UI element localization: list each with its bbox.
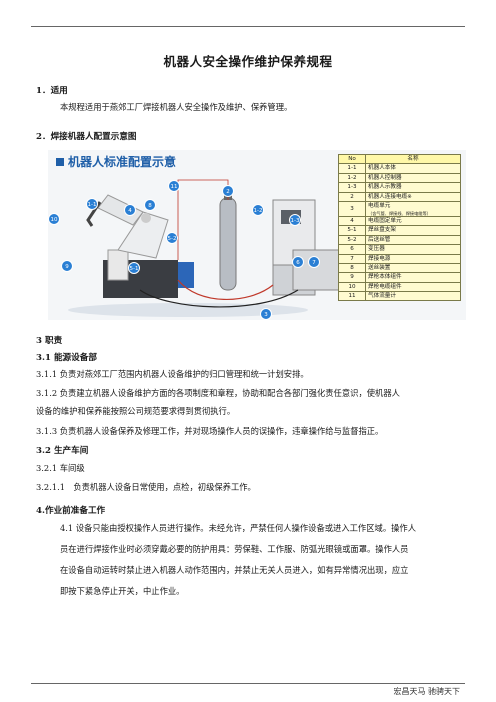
callout-8: 8 <box>144 199 156 211</box>
legend-header-row: No 名称 <box>338 153 461 165</box>
cable-unit <box>177 279 274 301</box>
section-3-heading: 3 职责 <box>36 336 63 346</box>
robot-arm-forearm <box>97 194 144 226</box>
section-4-heading: 4.作业前准备工作 <box>36 506 106 516</box>
section-1-text: 本规程适用于燕郊工厂焊接机器人安全操作及维护、保养管理。 <box>60 102 293 112</box>
gas-cylinder <box>219 197 237 291</box>
floor-shadow <box>68 303 308 317</box>
robot-arm-upper <box>117 211 169 259</box>
callout-5-1: 5-1 <box>128 262 140 274</box>
section-3-1-3-text: 3.1.3 负责机器人设备保养及修理工作，并对现场操作人员的误操作，违章操作给与… <box>36 426 384 436</box>
callout-4: 4 <box>124 204 136 216</box>
section-3-2-1-text: 3.2.1 车间级 <box>36 463 85 473</box>
legend-cell-sub: （含气管、焊接线、焊接电缆等） <box>368 210 431 216</box>
legend-header-name: 名称 <box>365 153 461 165</box>
robot-body <box>107 249 129 281</box>
section-3-1-heading: 3.1 能源设备部 <box>36 353 97 363</box>
robot-cable <box>139 289 299 308</box>
robot-configuration-figure: 机器人标准配置示意 <box>48 150 466 320</box>
callout-2: 2 <box>222 185 234 197</box>
figure-title: 机器人标准配置示意 <box>68 155 177 169</box>
callout-1-2: 1-2 <box>252 204 264 216</box>
section-4-1-text-line2: 员在进行焊接作业时必须穿戴必要的防护用具：劳保鞋、工作服、防弧光眼镜或面罩。操作… <box>60 544 409 554</box>
wire-spool <box>178 262 194 288</box>
section-4-1-text-line1: 4.1 设备只能由授权操作人员进行操作。未经允许，严禁任何人操作设备或进入工作区… <box>60 523 417 533</box>
legend-cell-name: 电缆单元 <box>368 203 391 210</box>
callout-7: 7 <box>308 256 320 268</box>
section-3-1-1-text: 3.1.1 负责对燕郊工厂范围内机器人设备维护的归口管理和统一计划安排。 <box>36 369 309 379</box>
section-4-1-text-line3: 在设备自动运转时禁止进入机器人动作范围内，并禁止无关人员进入，如有异常情况出现，… <box>60 565 409 575</box>
section-4-1-text-line4: 即按下紧急停止开关，中止作业。 <box>60 586 185 596</box>
callout-9: 9 <box>61 260 73 272</box>
section-3-2-1-1-text: 3.2.1.1 负责机器人设备日常使用，点检，初级保养工作。 <box>36 482 256 492</box>
legend-header-no: No <box>338 153 366 165</box>
callout-1-3: 1-3 <box>289 214 301 226</box>
section-1-heading: 1．适用 <box>36 86 68 96</box>
figure-title-square <box>56 158 64 166</box>
robot-joint <box>141 213 151 223</box>
header-rule <box>31 26 465 27</box>
callout-3: 3 <box>260 308 272 320</box>
callout-5-2: 5-2 <box>166 232 178 244</box>
callout-11: 11 <box>168 180 180 192</box>
section-3-1-2-text-line2: 设备的维护和保养能按照公司规范要求得到贯彻执行。 <box>36 406 236 416</box>
callout-10: 10 <box>48 213 60 225</box>
equipment-illustration <box>68 179 342 317</box>
section-3-1-2-text-line1: 3.1.2 负责建立机器人设备维护方面的各项制度和章程，协助和配合各部门强化责任… <box>36 388 400 398</box>
page-title: 机器人安全操作维护保养规程 <box>163 54 333 69</box>
callout-6: 6 <box>292 256 304 268</box>
section-2-heading: 2．焊接机器人配置示意图 <box>36 132 137 142</box>
footer-slogan: 宏昌天马 驰骋天下 <box>393 687 460 696</box>
section-3-2-heading: 3.2 生产车间 <box>36 446 89 456</box>
footer-rule <box>31 683 465 684</box>
callout-1-1: 1-1 <box>86 198 98 210</box>
